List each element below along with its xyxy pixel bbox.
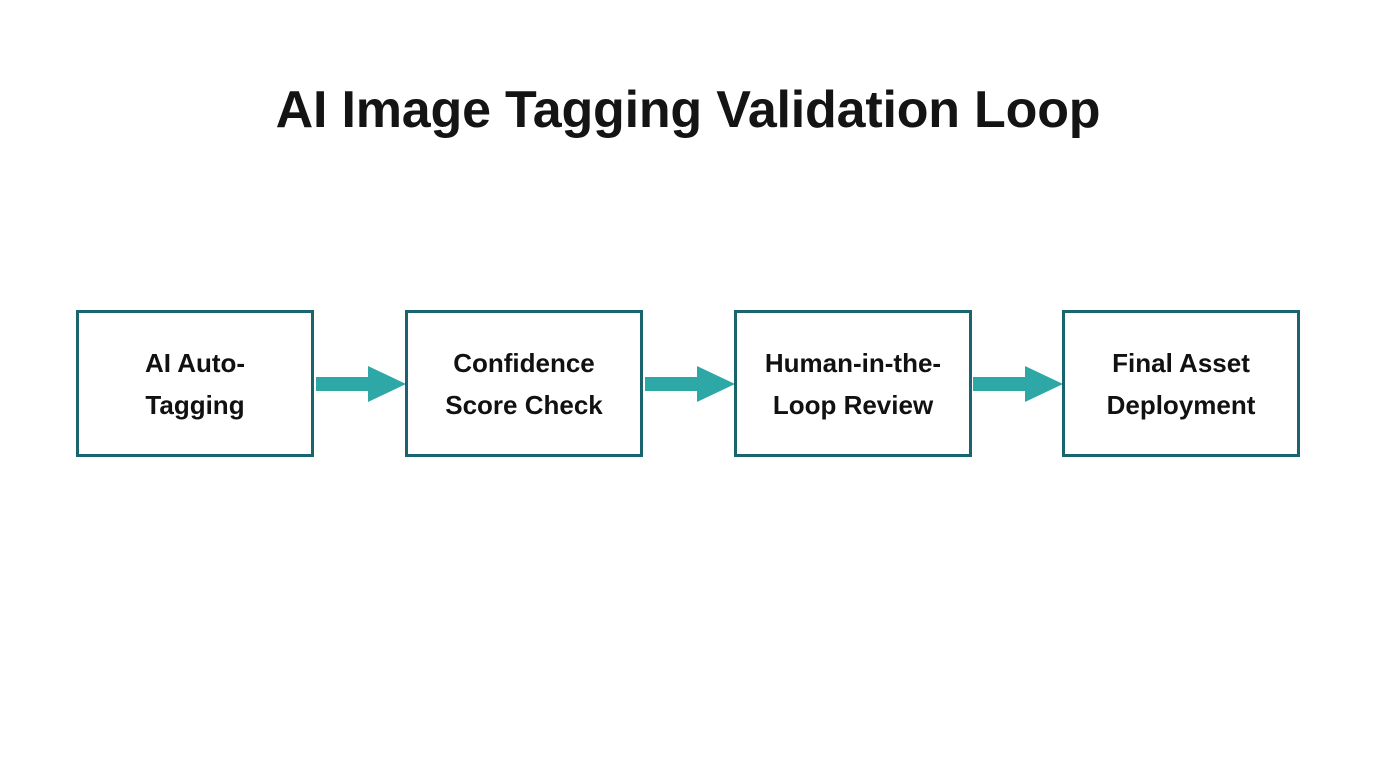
flow-node-label: Final Asset Deployment <box>1106 347 1256 420</box>
flow-arrow-icon-2 <box>645 366 735 402</box>
flow-node-ai-auto-tagging[interactable]: AI Auto- Tagging <box>76 310 314 457</box>
flow-node-label: AI Auto- Tagging <box>144 347 246 420</box>
flow-node-confidence-score-check[interactable]: Confidence Score Check <box>405 310 643 457</box>
flow-node-label: Confidence Score Check <box>445 347 603 420</box>
flowchart-row: AI Auto- Tagging Confidence Score Check … <box>0 310 1376 458</box>
flow-arrow-icon-1 <box>316 366 406 402</box>
flow-node-human-in-the-loop-review[interactable]: Human-in-the- Loop Review <box>734 310 972 457</box>
flow-arrow-icon-3 <box>973 366 1063 402</box>
page-title: AI Image Tagging Validation Loop <box>275 81 1101 139</box>
flow-node-label: Human-in-the- Loop Review <box>764 347 942 420</box>
flow-node-final-asset-deployment[interactable]: Final Asset Deployment <box>1062 310 1300 457</box>
